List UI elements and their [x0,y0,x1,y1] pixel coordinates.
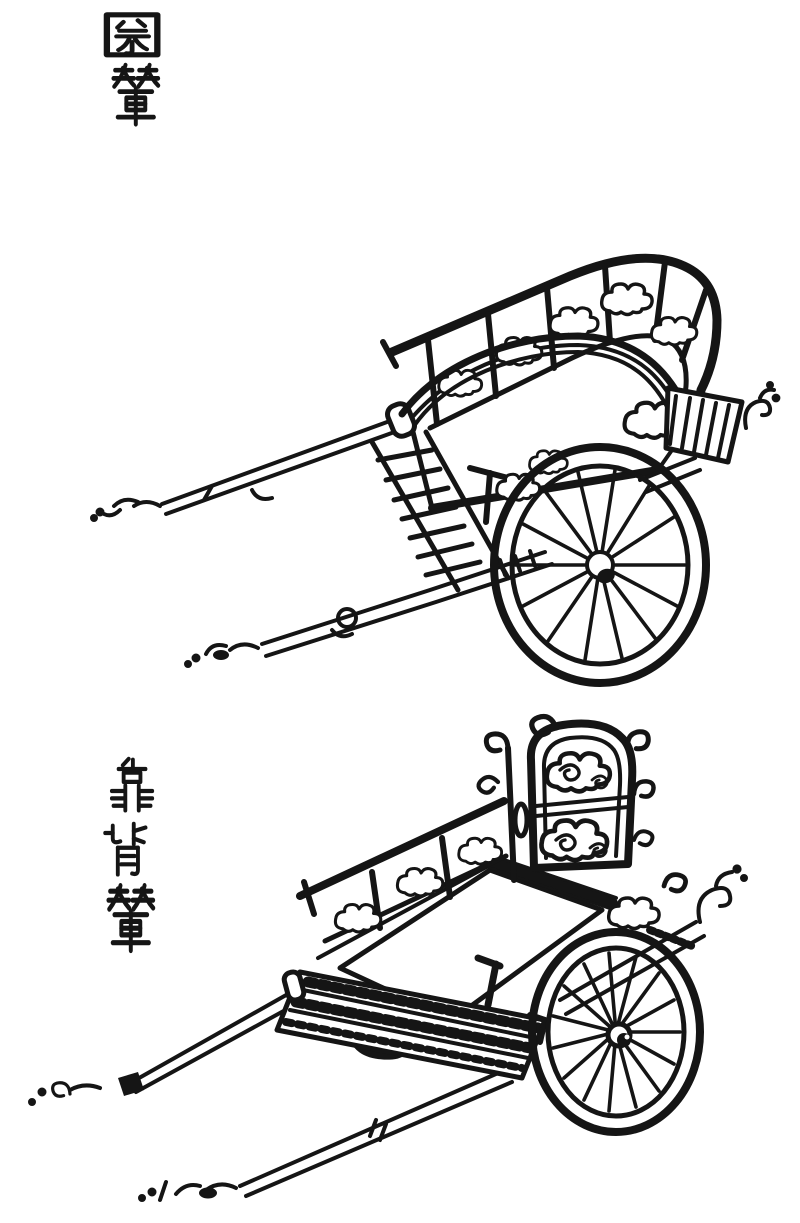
caption-char-kao [109,756,155,813]
cart2-shafts [28,988,514,1202]
caption-char-bei [103,821,148,877]
caption-char-quan [103,12,161,58]
caption-char-nian-bottom [108,886,153,951]
cart2-wheel [528,928,704,1136]
cart2-railing [296,797,509,944]
figure-kaobei-nian [28,714,748,1202]
cart2-rear-slats [474,854,618,1009]
cart2-backrest [476,714,686,892]
figure-quan-nian [90,253,781,687]
caption-char-nian-top [113,65,158,124]
cart2-footboard [274,969,548,1081]
cart1-armrest-arch [398,332,698,434]
cart1-wheel [490,443,710,687]
cart1-footboard [369,429,511,593]
cart2-right-frame [558,864,748,1016]
cart1-rear-board [663,381,781,465]
